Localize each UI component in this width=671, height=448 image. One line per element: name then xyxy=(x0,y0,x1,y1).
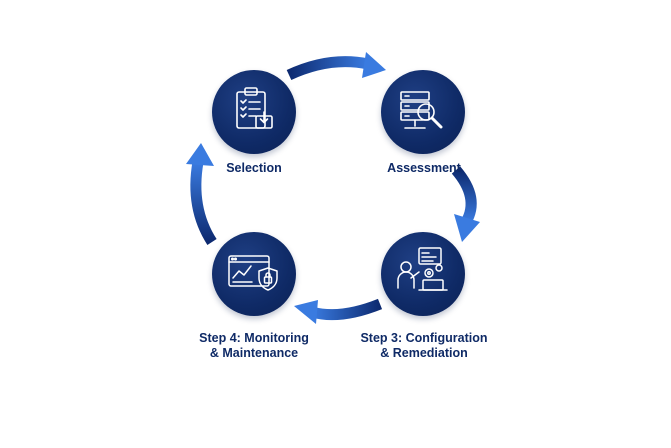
monitoring-label: Step 4: Monitoring & Maintenance xyxy=(190,331,318,361)
monitoring-node xyxy=(212,232,296,316)
monitoring-label-line1: Step 4: Monitoring xyxy=(199,331,309,345)
selection-node xyxy=(212,70,296,154)
dashboard-shield-icon xyxy=(228,255,278,291)
configuration-label-line2: & Remediation xyxy=(380,346,468,360)
configuration-node xyxy=(381,232,465,316)
engineer-gears-icon xyxy=(397,247,448,291)
arrow-assessment-to-configuration xyxy=(451,166,480,242)
clipboard-checklist-icon xyxy=(236,87,273,129)
arrow-monitoring-to-selection xyxy=(186,143,217,245)
monitoring-label-line2: & Maintenance xyxy=(209,346,299,360)
assessment-label: Assessment xyxy=(387,161,461,175)
configuration-label: Step 3: Configuration & Remediation xyxy=(356,331,492,361)
server-magnifier-icon xyxy=(400,91,443,129)
arrow-selection-to-assessment xyxy=(286,52,386,81)
assessment-node xyxy=(381,70,465,154)
selection-label: Selection xyxy=(226,161,282,175)
arrow-configuration-to-monitoring xyxy=(294,298,383,324)
configuration-label-line1: Step 3: Configuration xyxy=(360,331,488,345)
